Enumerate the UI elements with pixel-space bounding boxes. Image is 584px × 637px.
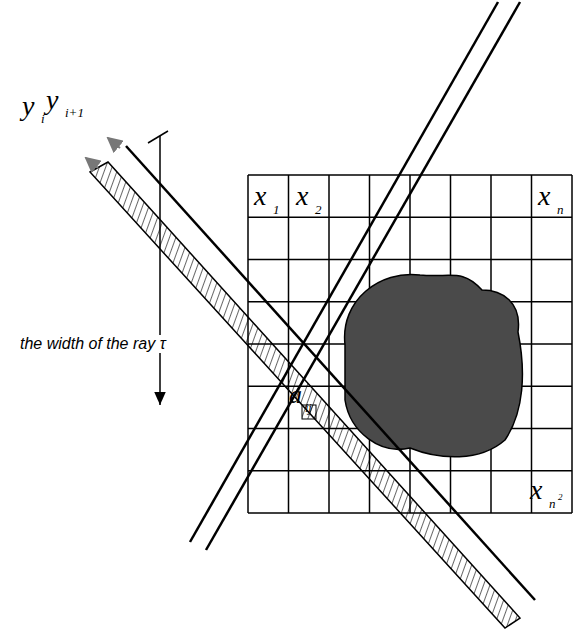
grid-line: [531, 175, 533, 513]
pixel-symbol: x: [538, 182, 550, 210]
pixel-superscript: 2: [558, 493, 563, 502]
ray-symbol: y: [22, 92, 34, 120]
ray-line: [206, 2, 520, 550]
ray-boundary: [126, 146, 535, 600]
pixel-symbol: x: [530, 476, 542, 504]
pixel-subscript: n: [549, 497, 556, 510]
weight-subscript: ij: [305, 402, 312, 414]
pixel-subscript: 1: [273, 203, 280, 216]
ray-subscript: i+1: [65, 106, 84, 119]
pixel-symbol: x: [254, 182, 266, 210]
pixel-subscript: 2: [315, 203, 322, 216]
ray-symbol: y: [46, 86, 58, 114]
ray-subscript: i: [41, 112, 45, 125]
grid-line: [248, 470, 572, 472]
ray-direction-arrow: [108, 138, 120, 148]
hatched-ray: [90, 162, 520, 628]
ray-width-label: the width of the ray τ: [18, 335, 168, 353]
pixel-subscript: n: [557, 203, 564, 216]
pixel-symbol: x: [296, 182, 308, 210]
object-blob: [345, 274, 523, 456]
width-tick: [148, 131, 168, 143]
weight-symbol: a: [289, 382, 302, 408]
grid-line: [571, 175, 573, 513]
ray-direction-arrow: [86, 158, 98, 168]
ray-line: [190, 2, 498, 542]
width-arrow: [159, 136, 161, 405]
